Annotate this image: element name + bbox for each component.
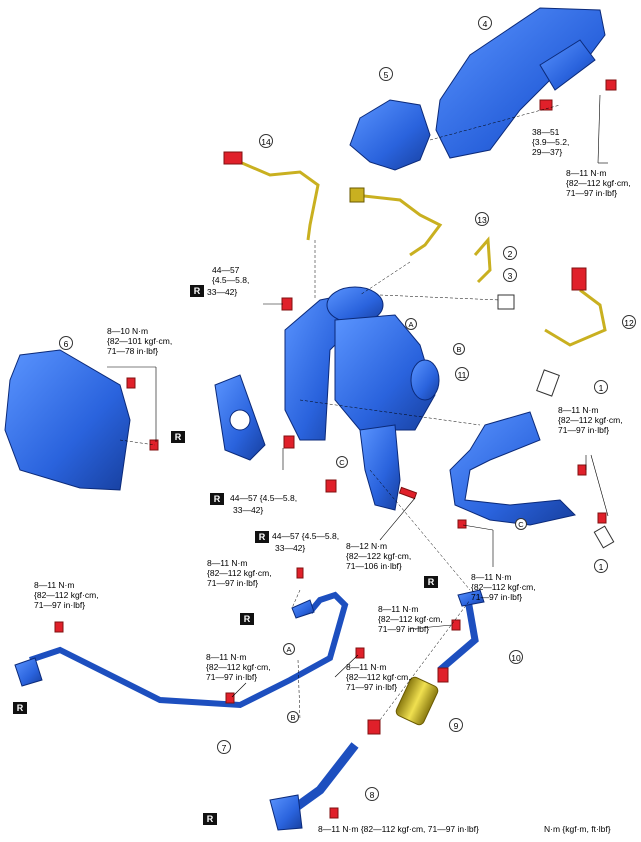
units-legend: N·m {kgf·m, ft·lbf} <box>544 824 611 834</box>
torque-8-10: 8—10 N·m {82—101 kgf·cm, 71—78 in·lbf} <box>107 326 173 356</box>
leader-lines <box>107 94 609 698</box>
torque-44-57-c-cont: 33—42} <box>275 543 306 553</box>
callout-5: 5 <box>379 67 393 81</box>
r-label-gasket: R <box>171 431 185 443</box>
r-label-44-57-b: R <box>210 493 224 505</box>
r-label-44-57-a: R <box>190 285 204 297</box>
sensor-part-3 <box>497 294 515 310</box>
hose-clip-2 <box>473 236 492 284</box>
callout-1-upper: 1 <box>594 380 608 394</box>
r-label-pipe8-gasket: R <box>203 813 217 825</box>
torque-8-11-bottom: 8—11 N·m {82—112 kgf·cm, 71—97 in·lbf} <box>318 824 479 834</box>
oil-pipe-7 <box>14 591 349 709</box>
heat-insulator-upper <box>435 7 606 159</box>
oil-pipe-10 <box>437 589 485 673</box>
r-label-pipe7-gasket: R <box>13 702 27 714</box>
torque-8-11-pipe10-upper: 8—11 N·m {82—112 kgf·cm, 71—97 in·lbf} <box>378 604 443 634</box>
callout-3: 3 <box>503 268 517 282</box>
marker-b-bottom: B <box>287 711 299 723</box>
heat-insulator-left <box>4 349 131 491</box>
callout-4: 4 <box>478 16 492 30</box>
callout-6: 6 <box>59 336 73 350</box>
torque-44-57-a-cont: 33—42} <box>207 287 238 297</box>
sensor-harness-14 <box>223 151 320 241</box>
torque-8-11-pipe10-lower: 8—11 N·m {82—112 kgf·cm, 71—97 in·lbf} <box>346 662 411 692</box>
torque-8-11-left: 8—11 N·m {82—112 kgf·cm, 71—97 in·lbf} <box>34 580 99 610</box>
marker-a-top: A <box>405 318 417 330</box>
bolts <box>54 79 617 819</box>
callout-14: 14 <box>259 134 273 148</box>
torque-44-57-a: 44—57 {4.5—5.8, <box>212 265 250 285</box>
dashed-guide-lines <box>119 104 561 721</box>
bracket-part-5 <box>349 99 431 171</box>
callout-12: 12 <box>622 315 636 329</box>
callout-7: 7 <box>217 740 231 754</box>
water-pipe-right <box>449 369 615 549</box>
marker-b-top: B <box>453 343 465 355</box>
hose-part-9 <box>395 676 439 726</box>
torque-8-11-pipe7: 8—11 N·m {82—112 kgf·cm, 71—97 in·lbf} <box>206 652 271 682</box>
torque-8-11-top-right: 8—11 N·m {82—112 kgf·cm, 71—97 in·lbf} <box>566 168 631 198</box>
callout-9: 9 <box>449 718 463 732</box>
callout-1-lower: 1 <box>594 559 608 573</box>
sensor-harness-12 <box>544 267 607 347</box>
oil-pipe-8 <box>269 742 359 831</box>
callout-13: 13 <box>475 212 489 226</box>
torque-44-57-b-cont: 33—42} <box>233 505 264 515</box>
sensor-harness-13 <box>349 187 443 257</box>
callout-10: 10 <box>509 650 523 664</box>
r-label-pipeA-gasket: R <box>240 613 254 625</box>
torque-44-57-c: 44—57 {4.5—5.8, <box>272 531 340 541</box>
marker-c-right: C <box>515 518 527 530</box>
gasket-turbo <box>214 374 266 461</box>
marker-a-bottom: A <box>283 643 295 655</box>
r-label-44-57-c: R <box>255 531 269 543</box>
r-label-pipe10-gasket: R <box>424 576 438 588</box>
torque-8-11-right: 8—11 N·m {82—112 kgf·cm, 71—97 in·lbf} <box>558 405 623 435</box>
callout-2: 2 <box>503 246 517 260</box>
torque-38-51: 38—51 {3.9—5.2, 29—37} <box>532 127 570 157</box>
torque-44-57-b: 44—57 {4.5—5.8, <box>230 493 298 503</box>
torque-8-11-mid: 8—11 N·m {82—112 kgf·cm, 71—97 in·lbf} <box>207 558 272 588</box>
marker-c-left: C <box>336 456 348 468</box>
turbocharger-assembly <box>284 286 440 511</box>
callout-11: 11 <box>455 367 469 381</box>
torque-8-12: 8—12 N·m {82—122 kgf·cm, 71—106 in·lbf} <box>346 541 412 571</box>
torque-8-11-center-right: 8—11 N·m {82—112 kgf·cm, 71—97 in·lbf} <box>471 572 536 602</box>
callout-8: 8 <box>365 787 379 801</box>
